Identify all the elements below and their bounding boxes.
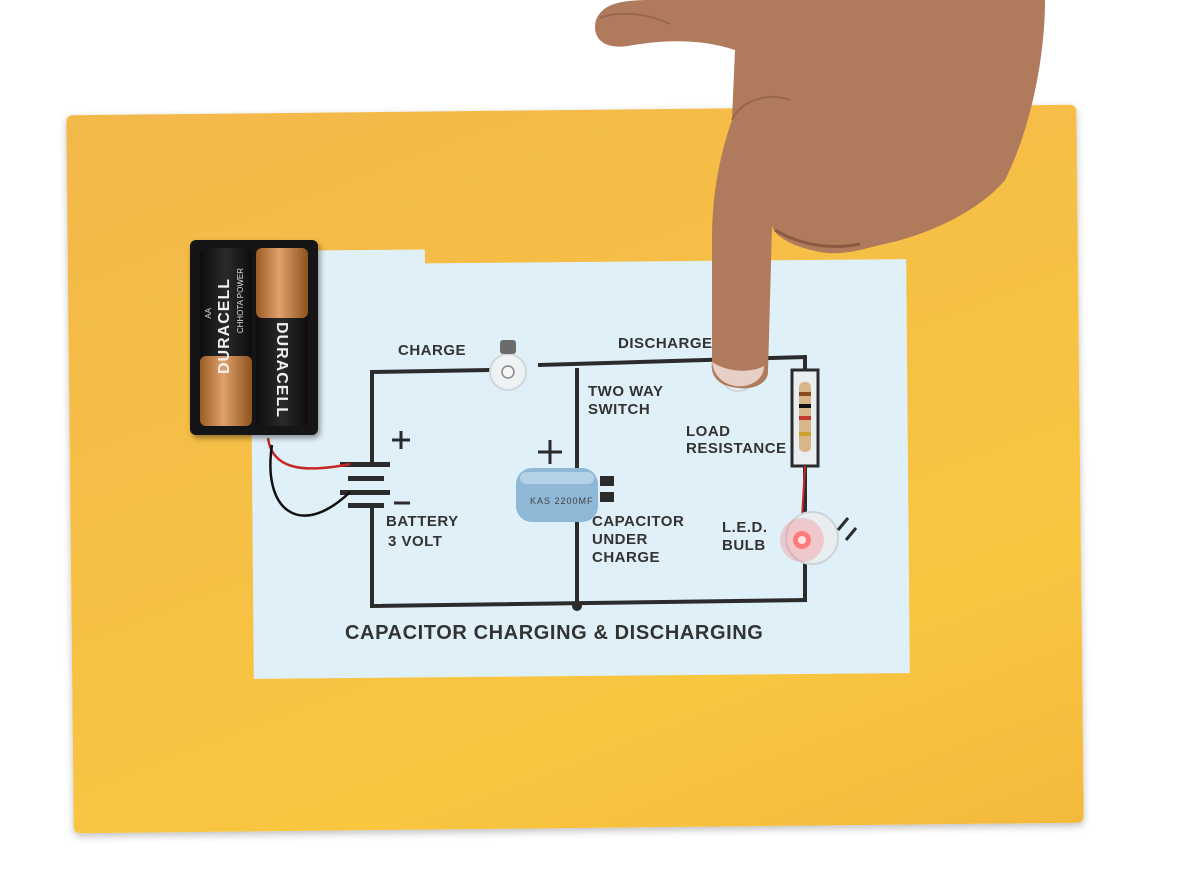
load-resistance-label-2: RESISTANCE	[686, 440, 787, 457]
capacitor	[516, 468, 614, 522]
capacitor-label-2: UNDER	[592, 531, 648, 548]
diagram-title: CAPACITOR CHARGING & DISCHARGING	[345, 622, 764, 644]
junction-dot	[572, 601, 582, 611]
battery-label-1: BATTERY	[386, 513, 459, 530]
led-label-2: BULB	[722, 537, 766, 554]
discharge-label: DISCHARGE	[618, 335, 713, 352]
battery-label-2: 3 VOLT	[388, 533, 443, 550]
two-way-label-2: SWITCH	[588, 401, 651, 418]
battery-black-wire	[269, 444, 351, 517]
battery-red-wire	[266, 437, 351, 470]
led-bulb	[780, 511, 858, 565]
battery-brand-label-2: DURACELL	[273, 322, 290, 418]
wire-bottom	[369, 597, 808, 609]
two-way-label-1: TWO WAY	[588, 383, 664, 400]
capacitor-marking: KAS 2200MF	[530, 496, 594, 506]
battery-holder: DURACELL CHHOTA POWER AA DURACELL	[190, 240, 318, 435]
capacitor-label-1: CAPACITOR	[592, 513, 685, 530]
charge-label: CHARGE	[398, 342, 467, 359]
battery-symbol	[340, 431, 410, 508]
capacitor-label-3: CHARGE	[592, 549, 661, 566]
battery-cell-right: DURACELL	[256, 248, 308, 426]
load-resistor	[790, 368, 820, 468]
capacitor-plus-sign	[538, 440, 562, 464]
load-resistance-label-1: LOAD	[686, 423, 731, 440]
wire-top	[369, 367, 491, 375]
led-label-1: L.E.D.	[722, 519, 768, 536]
charge-switch[interactable]	[489, 340, 527, 391]
battery-cell-left: DURACELL CHHOTA POWER AA	[200, 248, 252, 426]
